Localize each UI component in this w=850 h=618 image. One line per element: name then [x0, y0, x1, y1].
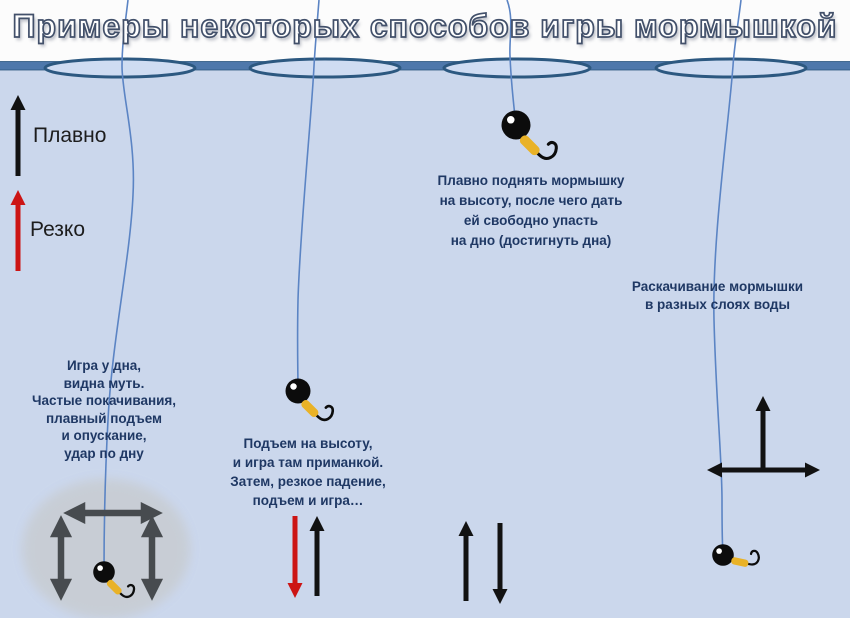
text-line: и опускание,: [61, 428, 147, 443]
technique-rise-play-text: Подъем на высоту, и игра там приманкой. …: [200, 434, 416, 510]
page-title: Примеры некоторых способов игры мормышко…: [12, 7, 838, 45]
fishing-line-1: [103, 0, 135, 573]
silt-cloud: [22, 479, 190, 618]
ice-hole-icon: [43, 57, 197, 79]
jig-lure-icon: [285, 378, 335, 422]
jig-lure-icon: [712, 542, 763, 577]
fishing-line-2: [296, 0, 320, 392]
text-line: в разных слоях воды: [644, 297, 791, 312]
fishing-line-3: [506, 0, 517, 126]
legend-smooth-label: Плавно: [33, 124, 107, 147]
jig-lure-icon: [501, 110, 558, 160]
technique-swinging-text: Раскачивание мормышки в разных слоях вод…: [610, 278, 825, 314]
legend-sharp-label: Резко: [30, 218, 86, 241]
text-line: плавный подъем: [45, 410, 163, 426]
fishing-line-4: [713, 0, 742, 556]
water-surface-band: [0, 61, 850, 71]
text-line: Затем, резкое падение,: [230, 474, 386, 489]
text-line: Подъем на высоту,: [243, 436, 373, 451]
text-line: подъем и игра…: [252, 493, 364, 508]
text-line: Плавно поднять мормышку: [437, 173, 625, 188]
text-line: Раскачивание мормышки: [631, 279, 804, 294]
above-ice-area: [0, 0, 850, 62]
ice-hole-icon: [248, 57, 402, 79]
text-line: Игра у дна,: [66, 358, 142, 373]
ice-hole-icon: [654, 57, 808, 79]
ice-hole-icon: [442, 57, 592, 79]
text-line: и игра там приманкой.: [232, 455, 384, 470]
text-line: на дно (достигнуть дна): [450, 233, 612, 248]
technique-lift-drop-text: Плавно поднять мормышку на высоту, после…: [412, 171, 650, 251]
text-line: Частые покачивания,: [31, 393, 177, 408]
text-line: удар по дну: [64, 445, 144, 461]
text-line: видна муть.: [63, 375, 145, 391]
text-line: ей свободно упасть: [463, 213, 599, 228]
text-line: на высоту, после чего дать: [439, 193, 623, 208]
technique-bottom-play-text: Игра у дна, видна муть. Частые покачиван…: [8, 357, 200, 462]
